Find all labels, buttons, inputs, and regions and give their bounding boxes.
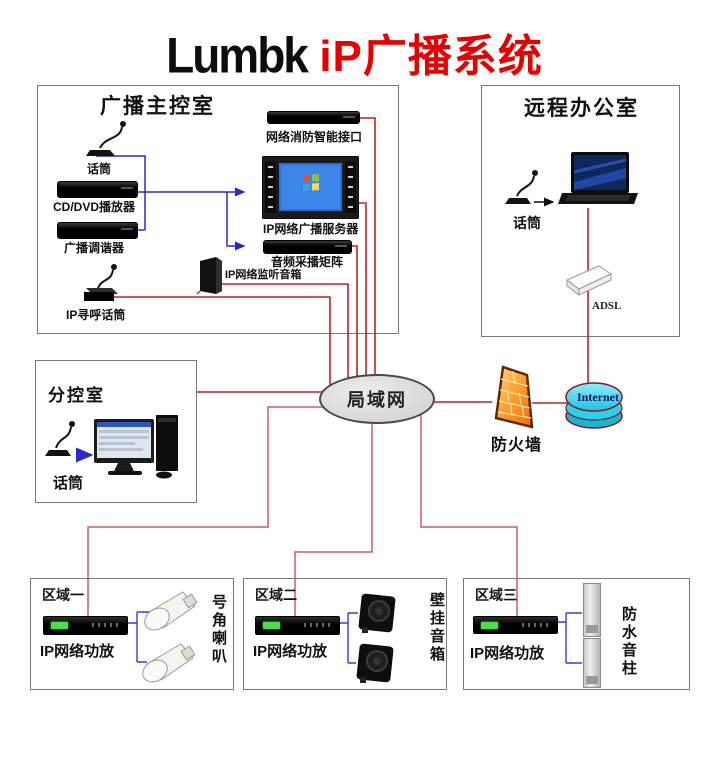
fire-interface-label: 网络消防智能接口 bbox=[266, 130, 363, 144]
zone3-box bbox=[463, 578, 690, 690]
monitor-speaker-icon bbox=[196, 257, 222, 295]
zone2-amp-device bbox=[255, 616, 340, 635]
column-speaker-icon bbox=[583, 638, 601, 688]
monitor-speaker-label: IP网络监听音箱 bbox=[225, 269, 302, 281]
zone3-title: 区域三 bbox=[475, 587, 517, 603]
zone3-amp-label: IP网络功放 bbox=[470, 645, 545, 662]
zone3-speaker-label: 防水音柱 bbox=[620, 606, 637, 678]
zone1-speaker-label: 号角喇叭 bbox=[210, 594, 227, 666]
horn-speaker-icon bbox=[142, 643, 196, 683]
zone1-amp-device bbox=[43, 616, 128, 635]
firewall-icon bbox=[494, 365, 534, 429]
page-title: Lumbk iP广播系统 bbox=[0, 20, 709, 84]
main-room-title: 广播主控室 bbox=[100, 95, 215, 118]
sub-mic-label: 话筒 bbox=[53, 475, 84, 492]
main-mic-label: 话筒 bbox=[87, 162, 112, 176]
ip-broadcast-server-label: IP网络广播服务器 bbox=[263, 222, 359, 236]
wall-speaker-icon bbox=[356, 643, 394, 683]
brand-logo-text: Lumbk bbox=[166, 26, 309, 84]
firewall-label: 防火墙 bbox=[491, 437, 543, 454]
remote-mic-label: 话筒 bbox=[513, 215, 541, 231]
tuner-device bbox=[57, 222, 138, 239]
wall-speaker-icon bbox=[358, 593, 396, 633]
remote-office-title: 远程办公室 bbox=[524, 97, 639, 120]
ip-paging-mic-label: IP寻呼话筒 bbox=[66, 308, 126, 322]
audio-matrix-device bbox=[263, 240, 352, 254]
remote-mic-icon bbox=[505, 170, 538, 204]
product-title-text: iP广播系统 bbox=[319, 32, 543, 81]
horn-speaker-icon bbox=[144, 591, 198, 631]
zone2-amp-label: IP网络功放 bbox=[253, 643, 328, 660]
microphone-icon bbox=[86, 121, 126, 156]
internet-icon bbox=[565, 382, 623, 429]
fire-interface-device bbox=[267, 111, 360, 124]
laptop-icon bbox=[558, 152, 638, 204]
tuner-label: 广播调谐器 bbox=[64, 241, 125, 255]
audio-matrix-label: 音频采播矩阵 bbox=[271, 255, 344, 269]
zone3-amp-device bbox=[473, 616, 558, 634]
internet-label: Internet bbox=[577, 390, 619, 404]
desktop-pc-icon bbox=[94, 415, 178, 479]
column-speaker-icon bbox=[583, 583, 601, 637]
cd-dvd-player-label: CD/DVD播放器 bbox=[53, 200, 136, 214]
zone2-speaker-label: 壁挂音箱 bbox=[428, 592, 445, 664]
remote-office-box bbox=[481, 85, 680, 337]
lan-cloud: 局域网 bbox=[319, 374, 435, 424]
zone2-title: 区域二 bbox=[255, 587, 297, 603]
sub-room-title: 分控室 bbox=[48, 386, 105, 405]
cd-dvd-player-device bbox=[57, 181, 138, 198]
zone1-amp-label: IP网络功放 bbox=[40, 643, 115, 660]
ip-broadcast-server-icon bbox=[262, 156, 359, 219]
sub-mic-icon bbox=[45, 421, 75, 456]
zone1-title: 区域一 bbox=[42, 587, 84, 603]
adsl-label: ADSL bbox=[592, 300, 622, 312]
ip-paging-mic-icon bbox=[84, 264, 118, 301]
windows-logo-icon bbox=[303, 174, 319, 192]
adsl-modem-icon bbox=[566, 265, 613, 296]
lan-label: 局域网 bbox=[347, 390, 407, 410]
